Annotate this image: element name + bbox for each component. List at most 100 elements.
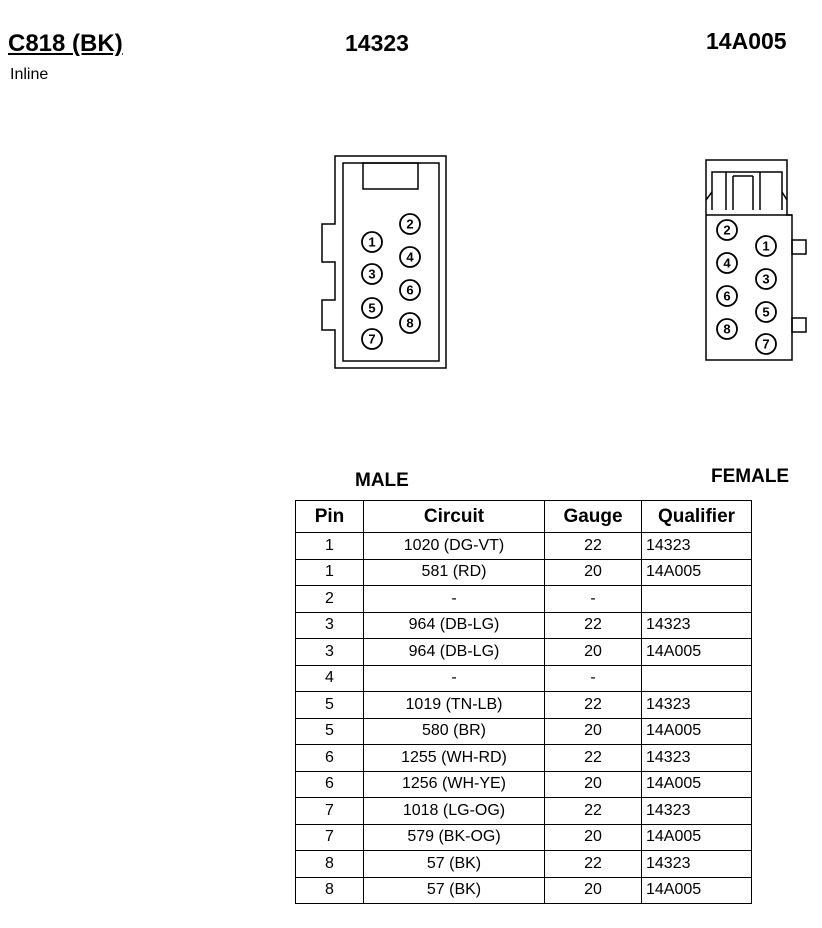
male-pin-8: 8 [399,312,421,334]
female-connector-tab-upper [791,239,807,255]
female-pin-4: 4 [716,252,738,274]
cell-circuit: 581 (RD) [363,558,545,586]
cell-pin: 5 [295,691,364,719]
table-row: 4-- [295,664,752,692]
cell-pin: 4 [295,664,364,692]
cell-gauge: 22 [544,744,642,772]
cell-pin: 5 [295,717,364,745]
cell-qualifier: 14323 [641,850,752,878]
male-pin-3: 3 [361,263,383,285]
female-pin-number: 1 [762,239,769,254]
male-pin-number: 6 [406,283,413,298]
column-header-qualifier: Qualifier [641,500,752,533]
female-pin-number: 4 [723,256,731,271]
male-pin-number: 8 [406,316,413,331]
female-connector-rib-left [705,191,713,201]
cell-gauge: 22 [544,850,642,878]
cell-circuit: - [363,664,545,692]
female-connector-rib-right [781,191,788,201]
cell-circuit: 1018 (LG-OG) [363,797,545,825]
cell-pin: 1 [295,558,364,586]
male-pin-circle [361,297,383,319]
male-pin-4: 4 [399,246,421,268]
cell-qualifier [641,664,752,692]
male-connector-housing [321,155,447,369]
female-pin-8: 8 [716,318,738,340]
male-pin-number: 2 [406,217,413,232]
cell-gauge: - [544,585,642,613]
female-connector-housing [705,159,793,361]
cell-circuit: 1256 (WH-YE) [363,770,545,798]
female-pin-7: 7 [755,333,777,355]
cell-qualifier: 14323 [641,797,752,825]
female-pin-number: 3 [762,272,769,287]
male-connector-inner-wall [342,162,440,362]
column-header-circuit: Circuit [363,500,545,533]
cell-pin: 2 [295,585,364,613]
cell-pin: 6 [295,744,364,772]
cell-gauge: 20 [544,558,642,586]
female-pin-3: 3 [755,268,777,290]
female-pin-6: 6 [716,285,738,307]
female-label: FEMALE [711,466,790,487]
connector-type: Inline [10,66,49,83]
cell-circuit: 580 (BR) [363,717,545,745]
cell-qualifier: 14A005 [641,558,752,586]
cell-circuit: 1019 (TN-LB) [363,691,545,719]
cell-gauge: 22 [544,691,642,719]
table-row: 2-- [295,585,752,613]
cell-pin: 1 [295,532,364,560]
cell-qualifier: 14323 [641,611,752,639]
cell-gauge: 20 [544,770,642,798]
table-header-row: Pin Circuit Gauge Qualifier [295,500,752,533]
female-connector-latch [711,171,783,210]
female-pin-number: 5 [762,305,769,320]
cell-pin: 8 [295,850,364,878]
male-pin-number: 1 [368,235,375,250]
male-pin-2: 2 [399,213,421,235]
connector-id: C818 (BK) [8,30,123,57]
cell-qualifier: 14A005 [641,717,752,745]
female-pin-circle [755,268,777,290]
cell-qualifier: 14323 [641,744,752,772]
male-pin-7: 7 [361,328,383,350]
female-pin-circle [755,333,777,355]
cell-pin: 8 [295,876,364,904]
female-pin-number: 8 [723,322,730,337]
cell-qualifier: 14A005 [641,770,752,798]
male-pin-number: 4 [406,250,414,265]
cell-circuit: 57 (BK) [363,876,545,904]
female-pin-2: 2 [716,219,738,241]
cell-gauge: 20 [544,876,642,904]
cell-gauge: 22 [544,797,642,825]
cell-gauge: 20 [544,717,642,745]
cell-circuit: 579 (BK-OG) [363,823,545,851]
female-pin-group: 1 2 3 4 5 6 7 8 [716,219,777,355]
male-pin-circle [361,263,383,285]
male-pin-number: 5 [368,301,375,316]
female-part-number: 14A005 [706,28,787,54]
cell-circuit: - [363,585,545,613]
cell-qualifier: 14A005 [641,876,752,904]
female-connector-tab-lower [791,317,807,333]
female-pin-circle [755,301,777,323]
cell-pin: 7 [295,823,364,851]
female-pin-circle [716,252,738,274]
cell-pin: 3 [295,611,364,639]
cell-pin: 6 [295,770,364,798]
cell-pin: 3 [295,638,364,666]
male-pin-circle [361,328,383,350]
column-header-pin: Pin [295,500,364,533]
